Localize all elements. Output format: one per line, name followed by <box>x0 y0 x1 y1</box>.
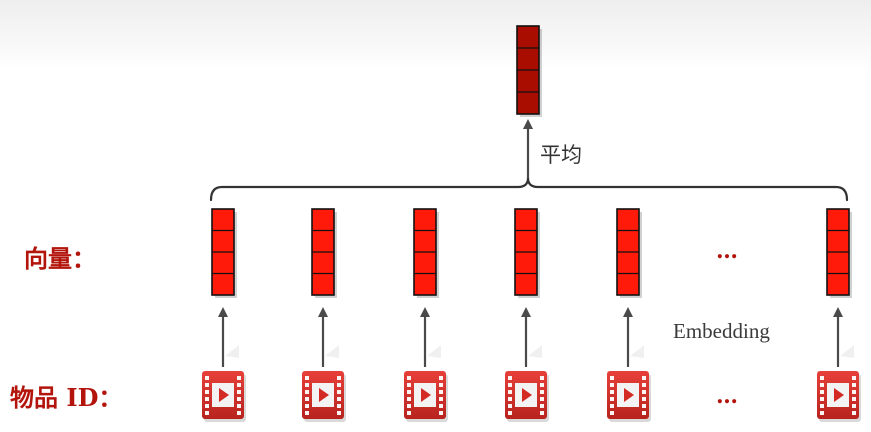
item-ellipsis: … <box>716 383 739 409</box>
video-icon <box>817 371 861 422</box>
video-icon <box>505 371 549 422</box>
video-icon <box>202 371 246 422</box>
item-vector <box>311 208 337 298</box>
item-vector <box>211 208 237 298</box>
item-vector <box>514 208 540 298</box>
vectors-row-label: 向量： <box>24 244 96 273</box>
video-icon <box>302 371 346 422</box>
average-vector <box>516 25 542 117</box>
item-vector <box>616 208 642 298</box>
video-icon <box>607 371 651 422</box>
average-label: 平均 <box>540 143 582 167</box>
video-icon <box>404 371 448 422</box>
curly-brace <box>209 176 849 202</box>
item-vector <box>413 208 439 298</box>
vector-ellipsis: … <box>716 238 739 264</box>
embedding-label: Embedding <box>673 319 770 343</box>
item-vector <box>826 208 852 298</box>
item-ids-row-label: 物品 ID： <box>10 383 123 412</box>
